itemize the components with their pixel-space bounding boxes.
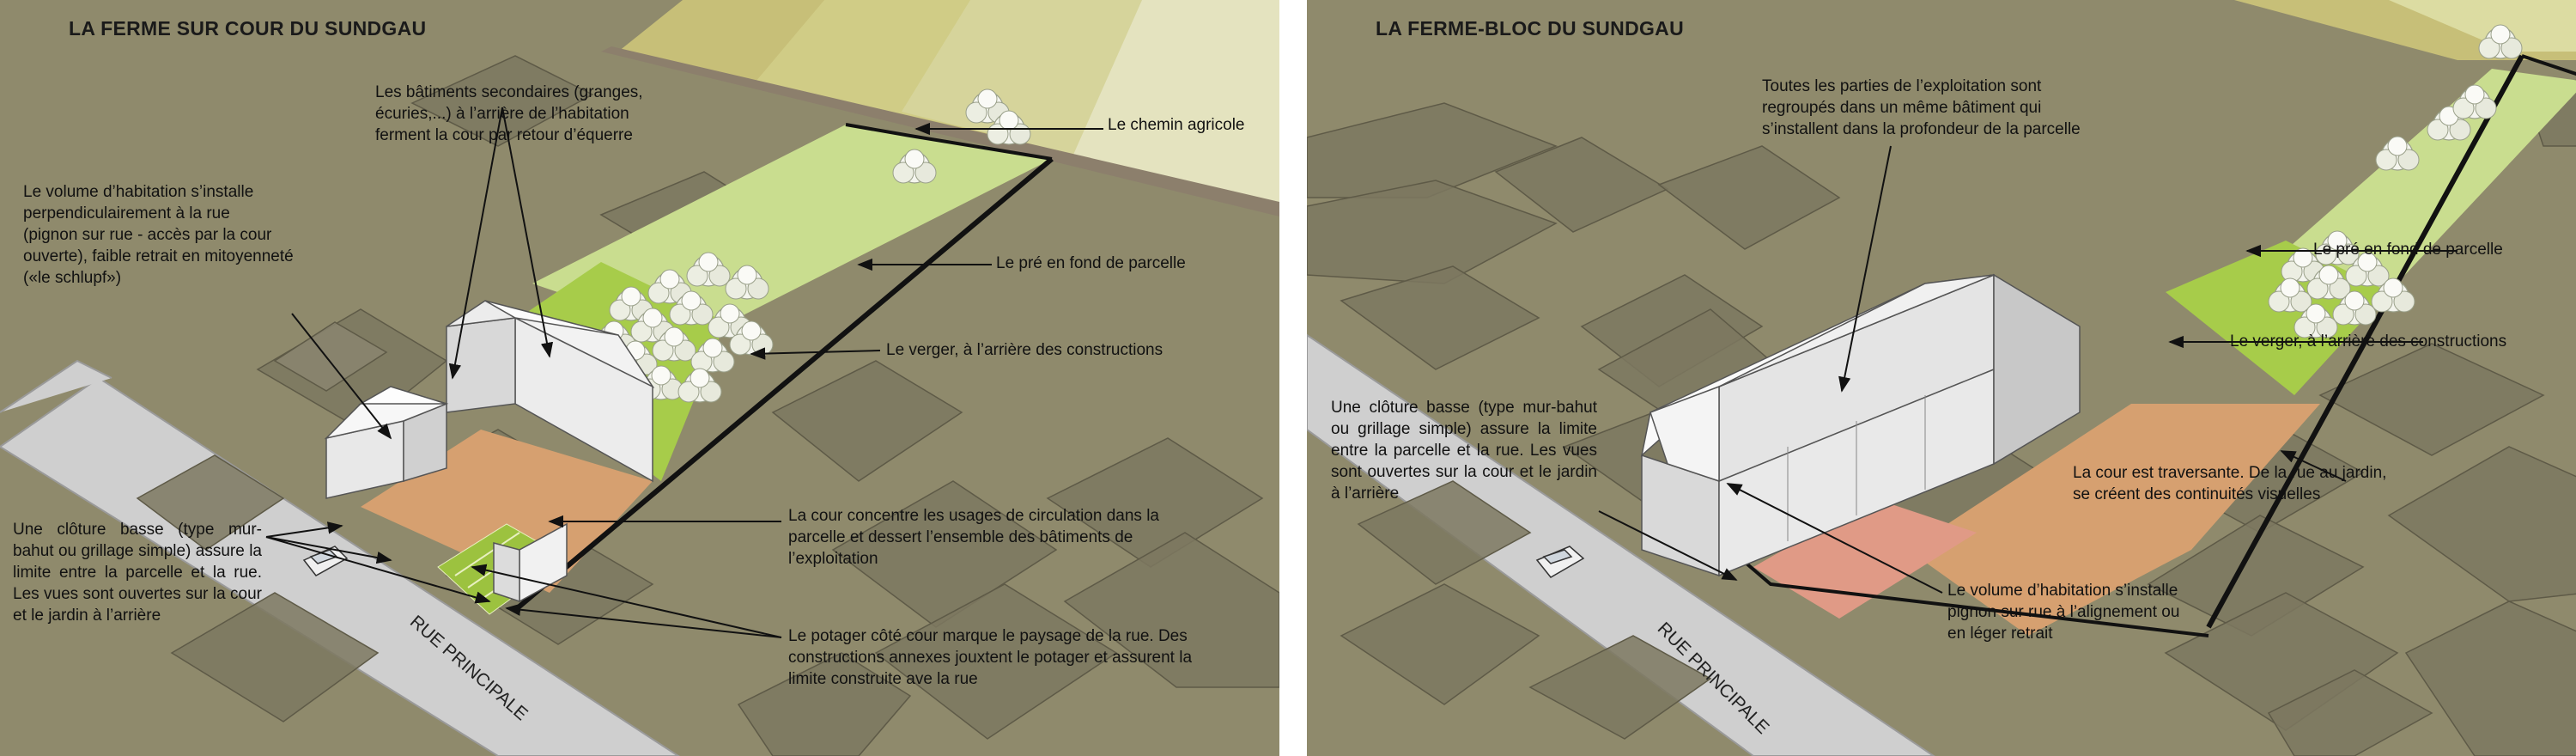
main-street	[1307, 333, 1935, 756]
note-fence: Une clôture basse (type mur-bahut ou gri…	[13, 521, 262, 625]
note-courtyard: La cour est traversante. De la rue au ja…	[2073, 464, 2387, 503]
meadow	[2277, 69, 2576, 292]
note-fence: Une clôture basse (type mur-bahut ou gri…	[1331, 399, 1597, 503]
note-meadow: Le pré en fond de parcelle	[996, 254, 1186, 272]
panel-title: LA FERME SUR COUR DU SUNDGAU	[69, 17, 427, 40]
note-orchard: Le verger, à l’arrière des constructions	[2230, 332, 2507, 351]
note-dwelling: Le volume d’habitation s’installe perpen…	[23, 183, 294, 287]
leader-lines	[1598, 145, 2458, 594]
panel-farm-block: LA FERME-BLOC DU SUNDGAU Toutes les part…	[1307, 0, 2576, 756]
panel-title: LA FERME-BLOC DU SUNDGAU	[1376, 17, 1684, 40]
fields	[618, 0, 1279, 210]
note-dwelling: Le volume d’habitation s’installe pignon…	[1947, 582, 2180, 643]
leader-lines	[265, 107, 1103, 638]
ghost-buildings	[136, 55, 1279, 756]
isometric-scene	[1307, 0, 2576, 756]
courtyard	[1908, 404, 2320, 636]
note-orchard: Le verger, à l’arrière des constructions	[886, 341, 1163, 359]
isometric-scene	[0, 0, 1279, 756]
note-vegetable-garden: Le potager côté cour marque le paysage d…	[788, 627, 1193, 688]
note-courtyard: La cour concentre les usages de circulat…	[788, 507, 1159, 568]
note-grouped-buildings: Toutes les parties de l’exploitation son…	[1762, 77, 2081, 138]
farm-path	[601, 46, 1279, 216]
farm-buildings	[324, 300, 655, 603]
car	[1535, 546, 1585, 578]
note-secondary-buildings: Les bâtiments secondaires (granges, écur…	[375, 83, 643, 144]
note-meadow: Le pré en fond de parcelle	[2313, 241, 2503, 259]
panel-farm-courtyard: LA FERME SUR COUR DU SUNDGAU Les bâtimen…	[0, 0, 1279, 756]
note-farm-path: Le chemin agricole	[1108, 116, 1245, 134]
farm-block-building	[1640, 273, 2081, 577]
